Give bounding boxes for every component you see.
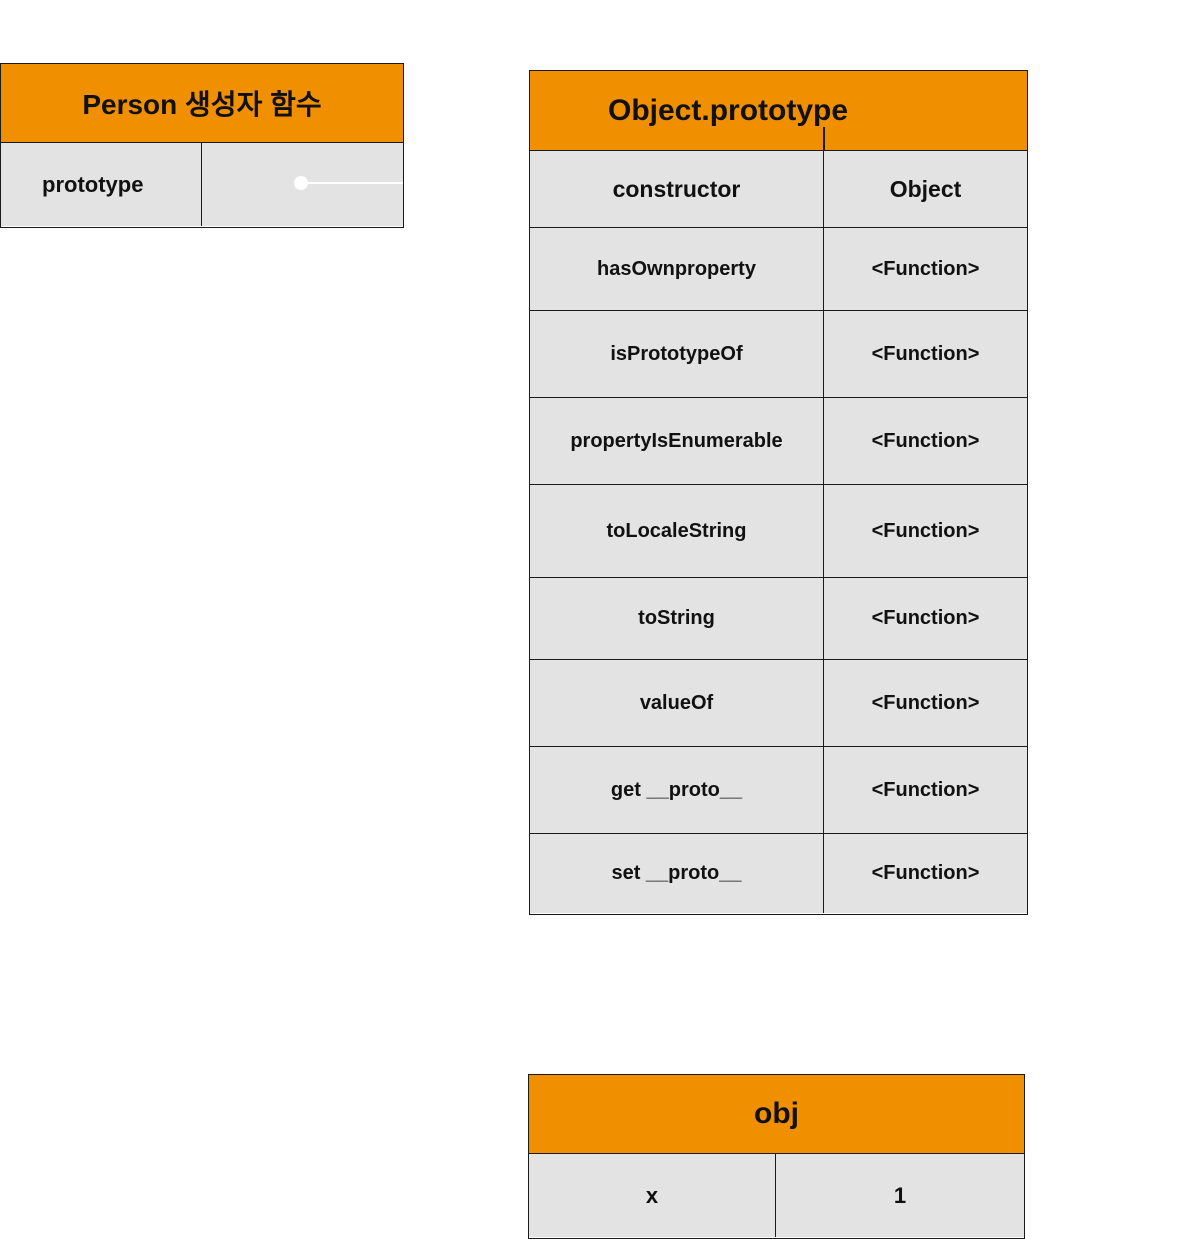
object-prototype-title: Object.prototype [530,71,1027,151]
proto-value: <Function> [871,429,980,452]
person-prototype-key: prototype [1,143,202,226]
proto-row: toString <Function> [530,578,1027,660]
proto-row: set __proto__ <Function> [530,834,1027,913]
title-divider-tick [823,127,825,151]
proto-key: hasOwnproperty [530,228,824,310]
person-constructor-box: Person 생성자 함수 prototype [0,63,404,228]
proto-key: set __proto__ [530,834,824,913]
proto-value: <Function> [871,607,980,629]
pointer-line [304,182,403,184]
person-constructor-title: Person 생성자 함수 [1,64,403,143]
proto-value: <Function> [871,342,980,365]
proto-value: <Function> [871,778,980,801]
person-prototype-value [202,143,403,226]
proto-key: propertyIsEnumerable [530,398,824,484]
proto-key: constructor [530,151,824,227]
obj-title: obj [529,1075,1024,1154]
proto-row: hasOwnproperty <Function> [530,228,1027,311]
proto-row: isPrototypeOf <Function> [530,311,1027,398]
proto-key: valueOf [530,660,824,746]
proto-row: valueOf <Function> [530,660,1027,747]
proto-value: <Function> [871,519,980,542]
proto-value: Object [889,175,962,202]
proto-row: toLocaleString <Function> [530,485,1027,578]
proto-key: isPrototypeOf [530,311,824,397]
obj-row: x 1 [529,1154,1024,1237]
obj-key: x [529,1154,776,1237]
proto-value: <Function> [871,691,980,714]
obj-value: 1 [893,1182,907,1208]
proto-value: <Function> [871,862,980,884]
object-prototype-title-text: Object.prototype [608,93,849,127]
proto-key: toLocaleString [530,485,824,577]
pointer-dot-icon [294,176,308,190]
proto-key: get __proto__ [530,747,824,833]
obj-box: obj x 1 [528,1074,1025,1239]
proto-row: get __proto__ <Function> [530,747,1027,834]
proto-value: <Function> [871,257,980,280]
proto-row: propertyIsEnumerable <Function> [530,398,1027,485]
proto-row: constructor Object [530,151,1027,228]
proto-key: toString [530,578,824,659]
object-prototype-box: Object.prototype constructor Object hasO… [529,70,1028,915]
person-prototype-row: prototype [1,143,403,226]
